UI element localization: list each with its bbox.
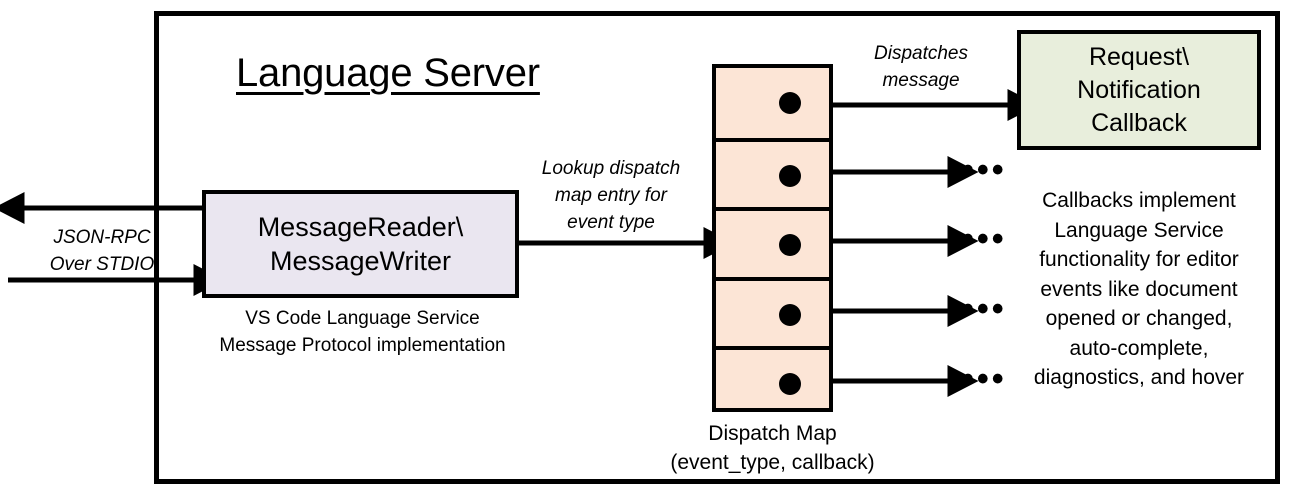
message-caption-line1: VS Code Language Service (245, 308, 480, 329)
message-caption-line2: Message Protocol implementation (219, 335, 506, 356)
jsonrpc-label-line1: JSON-RPC (53, 227, 151, 248)
dispatch-map-cell[interactable] (716, 68, 829, 138)
dispatches-label-line1: Dispatches (874, 43, 968, 64)
callback-node-caption: Callbacks implement Language Service fun… (1005, 186, 1273, 393)
message-reader-writer-node[interactable]: MessageReader\ MessageWriter (202, 190, 519, 298)
callback-node-line2: Notification (1077, 75, 1201, 104)
dispatch-map-cell[interactable] (716, 346, 829, 416)
ellipsis-row-2: ••• (962, 151, 1007, 189)
dispatch-map-cell[interactable] (716, 207, 829, 277)
callback-caption-line4: events like document (1040, 277, 1238, 301)
ellipsis-row-5: ••• (962, 360, 1007, 398)
dispatch-map-cell[interactable] (716, 137, 829, 208)
callback-caption-line5: opened or changed, (1045, 307, 1233, 330)
ellipsis-row-3: ••• (962, 220, 1007, 258)
callback-dot-icon (779, 164, 801, 187)
message-node-line2: MessageWriter (269, 246, 452, 276)
jsonrpc-label-line2: Over STDIO (49, 254, 155, 275)
dispatch-map-caption-line2: (event_type, callback) (670, 451, 875, 474)
lookup-label-line1: Lookup dispatch (541, 158, 681, 179)
callback-node-line1: Request\ (1088, 42, 1190, 71)
jsonrpc-transport-label: JSON-RPC Over STDIO (32, 224, 172, 278)
callback-caption-line2: Language Service (1054, 218, 1224, 242)
dispatches-label-line2: message (882, 70, 960, 91)
ellipsis-row-4: ••• (962, 290, 1007, 328)
message-node-line1: MessageReader\ (257, 212, 464, 242)
lookup-dispatch-label: Lookup dispatch map entry for event type (521, 155, 701, 236)
page-title: Language Server (236, 51, 540, 95)
callback-node-line3: Callback (1091, 108, 1187, 137)
message-node-caption: VS Code Language Service Message Protoco… (190, 305, 535, 359)
callback-caption-line1: Callbacks implement (1042, 189, 1236, 212)
dispatches-message-label: Dispatches message (836, 40, 1006, 94)
request-notification-callback-node[interactable]: Request\ Notification Callback (1017, 30, 1261, 150)
dispatch-map-caption-line1: Dispatch Map (708, 422, 837, 445)
callback-dot-icon (779, 234, 801, 257)
dispatch-map-cell[interactable] (716, 276, 829, 347)
dispatch-map-node[interactable] (712, 64, 833, 412)
lookup-label-line3: event type (567, 212, 655, 233)
callback-dot-icon (779, 373, 801, 396)
callback-caption-line3: functionality for editor (1039, 248, 1239, 271)
callback-caption-line6: auto-complete, (1069, 336, 1209, 360)
callback-dot-icon (779, 92, 801, 114)
dispatch-map-caption: Dispatch Map (event_type, callback) (640, 419, 905, 477)
callback-caption-line7: diagnostics, and hover (1033, 366, 1245, 389)
language-server-boundary (154, 11, 1280, 484)
lookup-label-line2: map entry for (555, 185, 667, 206)
callback-dot-icon (779, 303, 801, 326)
